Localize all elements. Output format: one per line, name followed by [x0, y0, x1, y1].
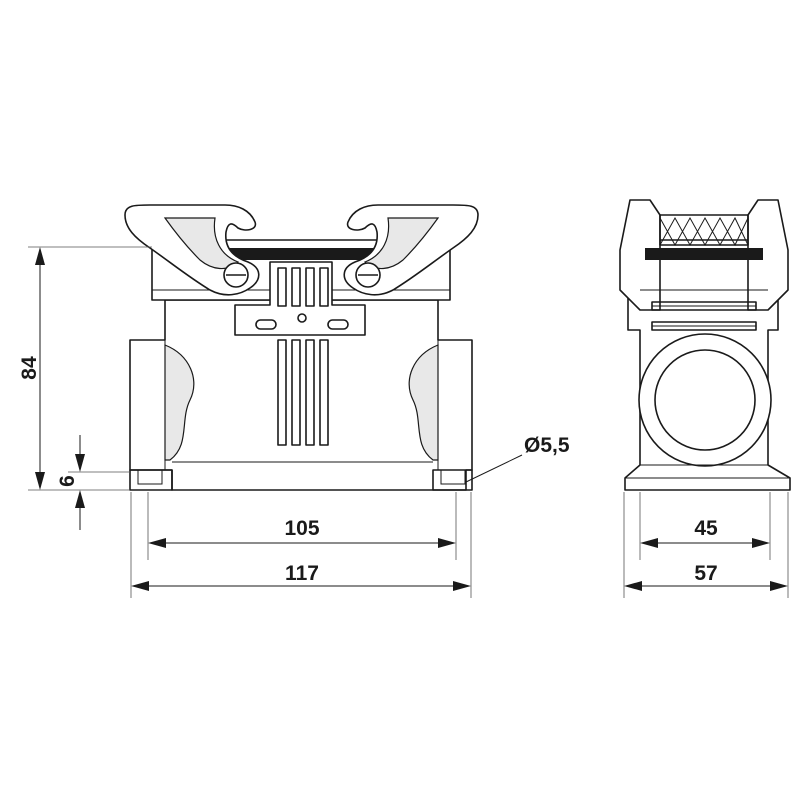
front-upper-ribs: [277, 267, 329, 307]
side-right-lever: [747, 199, 789, 311]
front-right-screw: [355, 262, 381, 288]
dim-side-total: 57: [694, 562, 717, 585]
side-left-lever: [619, 199, 661, 311]
dim-width-total: 117: [285, 562, 319, 585]
dim-height-total: 84: [18, 356, 41, 380]
side-view: [619, 199, 791, 491]
dimension-lines: [28, 246, 789, 598]
side-dark-band: [645, 248, 763, 260]
front-view: [124, 204, 479, 491]
side-truss: [659, 216, 749, 247]
side-cable-entry-inner: [654, 349, 756, 451]
dim-hole-spacing: 105: [284, 517, 319, 540]
front-center-hole: [297, 313, 307, 323]
front-right-slot: [327, 319, 349, 330]
dim-side-inner: 45: [694, 517, 718, 540]
front-left-slot: [255, 319, 277, 330]
front-base-flange: [129, 469, 173, 491]
front-left-recess: [164, 344, 195, 461]
front-left-screw: [223, 262, 249, 288]
front-lower-ribs: [277, 339, 329, 446]
dim-hole-diameter: Ø5,5: [524, 434, 570, 457]
dim-base-thickness: 6: [56, 475, 79, 487]
front-right-recess: [408, 344, 439, 461]
